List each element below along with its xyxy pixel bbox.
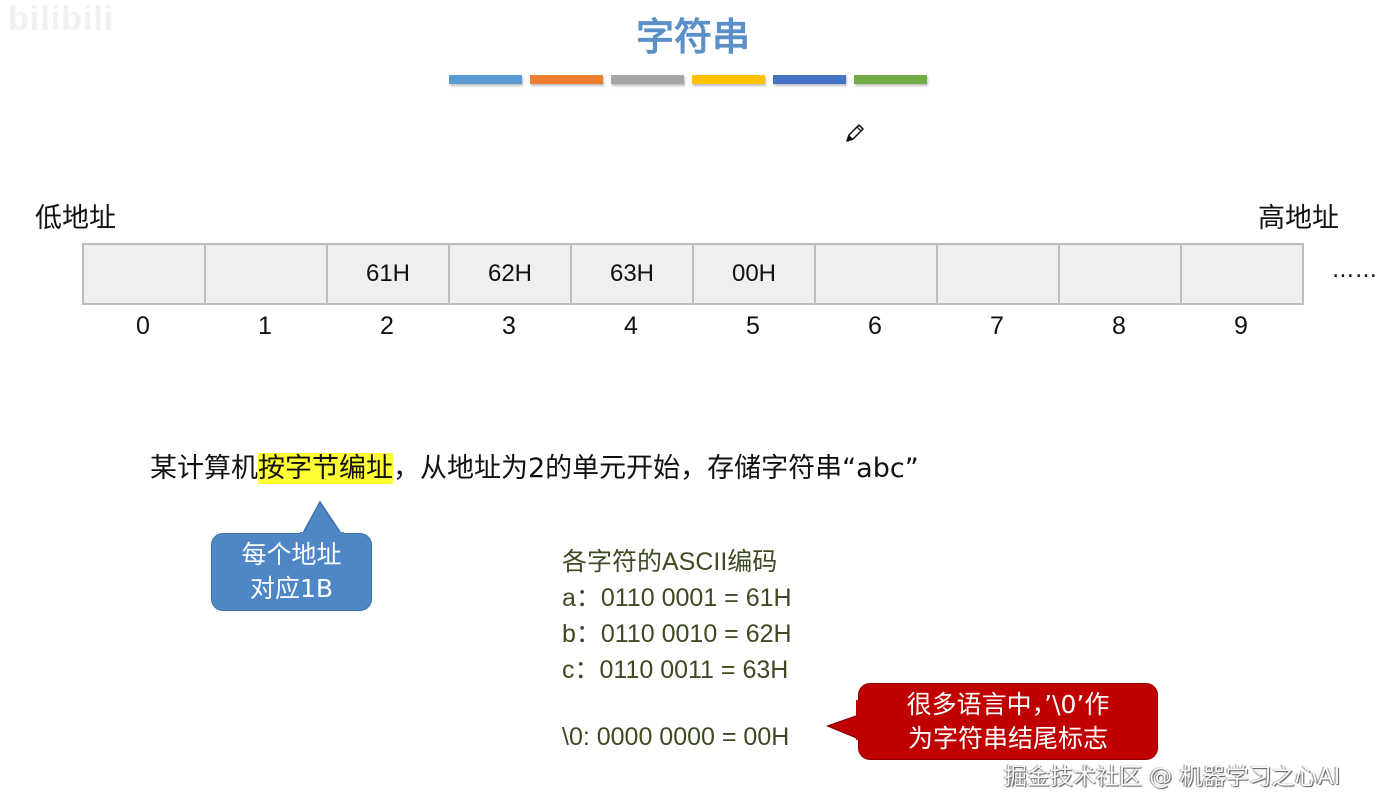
blue-callout-pointer (300, 500, 344, 536)
address-index: 6 (868, 312, 882, 340)
byte-addressing-callout: 每个地址 对应1B (211, 533, 372, 611)
memory-cell-0 (84, 245, 206, 303)
ascii-row-null: \0: 0000 0000 = 00H (562, 723, 790, 751)
color-bar-3 (611, 75, 684, 84)
callout-line-2: 为字符串结尾标志 (907, 723, 1108, 753)
memory-cell-3: 62H (450, 245, 572, 303)
ascii-codes: 各字符的ASCII编码 a：0110 0001 = 61H b：0110 001… (562, 544, 792, 688)
ascii-row-c: c：0110 0011 = 63H (562, 656, 789, 684)
color-bar-6 (854, 75, 927, 84)
problem-statement: 某计算机按字节编址，从地址为2的单元开始，存储字符串“abc” (150, 446, 919, 485)
address-index: 4 (624, 312, 638, 340)
address-index: 1 (258, 312, 272, 340)
color-bar-1 (449, 75, 522, 84)
color-bar-4 (692, 75, 765, 84)
ascii-row-a: a：0110 0001 = 61H (562, 584, 792, 612)
slide-title: 字符串 (635, 15, 750, 59)
ascii-row-b: b：0110 0010 = 62H (562, 620, 792, 648)
address-index: 3 (502, 312, 516, 340)
statement-prefix: 某计算机 (150, 453, 258, 484)
blue-callout-joint (300, 532, 344, 538)
color-bar-2 (530, 75, 603, 84)
statement-suffix: ，从地址为2的单元开始，存储字符串“abc” (393, 453, 919, 484)
low-address-label: 低地址 (35, 203, 116, 234)
ascii-heading: 各字符的ASCII编码 (562, 548, 778, 576)
bilibili-watermark: bilibili (8, 0, 115, 38)
memory-cells: 61H 62H 63H 00H (82, 243, 1304, 305)
memory-cell-5: 00H (694, 245, 816, 303)
address-index: 7 (990, 312, 1004, 340)
address-index: 5 (746, 312, 760, 340)
callout-line-2: 对应1B (249, 574, 334, 603)
memory-cell-2: 61H (328, 245, 450, 303)
callout-line-1: 每个地址 (241, 540, 342, 569)
color-bar-5 (773, 75, 846, 84)
address-index: 0 (136, 312, 150, 340)
decorative-color-bars (449, 75, 927, 84)
address-index: 9 (1234, 312, 1248, 340)
juejin-watermark: 掘金技术社区 @ 机器学习之心AI (1004, 764, 1341, 790)
address-indices: 0 1 2 3 4 5 6 7 8 9 (82, 312, 1302, 341)
memory-cell-7 (938, 245, 1060, 303)
callout-line-1: 很多语言中，’\0’作 (906, 689, 1110, 719)
address-index: 8 (1112, 312, 1126, 340)
more-cells-ellipsis: …… (1332, 258, 1378, 283)
high-address-label: 高地址 (1258, 203, 1339, 234)
statement-highlight: 按字节编址 (258, 453, 393, 484)
memory-cell-9 (1182, 245, 1302, 303)
memory-cell-8 (1060, 245, 1182, 303)
pencil-cursor-icon (846, 124, 864, 142)
memory-cell-4: 63H (572, 245, 694, 303)
null-terminator-callout: 很多语言中，’\0’作 为字符串结尾标志 (858, 683, 1158, 760)
memory-cell-6 (816, 245, 938, 303)
red-callout-joint (856, 700, 862, 740)
address-index: 2 (380, 312, 394, 340)
memory-cell-1 (206, 245, 328, 303)
